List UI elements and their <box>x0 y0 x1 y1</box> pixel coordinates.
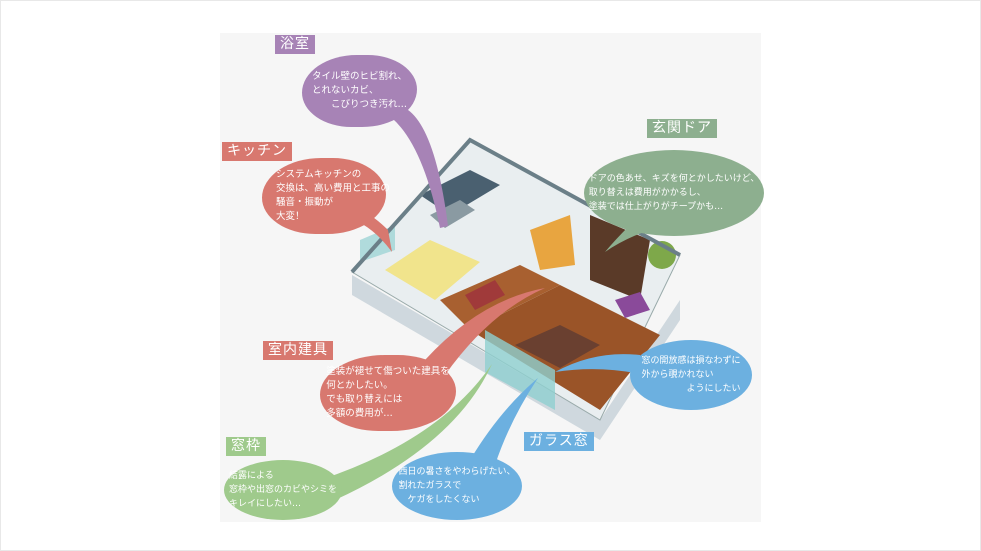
door-cloud-text: ドアの色あせ、キズを何とかしたいけど、 取り替えは費用がかかるし、 塗装では仕上… <box>588 174 760 212</box>
window-frame-label: 窓枠 <box>226 437 266 456</box>
house-drawing <box>320 108 681 500</box>
glass-upper-cloud-text: 窓の開放感は損なわずに 外から覗かれない ようにしたい <box>641 356 741 394</box>
window-frame-tail <box>320 364 492 500</box>
kitchen-cloud: システムキッチンの 交換は、高い費用と工事の 騒音・振動が 大変！ <box>262 158 390 234</box>
glass-upper-tail <box>555 354 645 375</box>
bath-label: 浴室 <box>275 35 315 54</box>
rug <box>515 325 600 368</box>
glass-label: ガラス窓 <box>524 432 594 451</box>
bath-tail <box>380 108 448 228</box>
kitchen-cloud-text: システムキッチンの 交換は、高い費用と工事の 騒音・振動が 大変！ <box>276 169 391 222</box>
interior-label: 室内建具 <box>263 341 333 360</box>
interior-tail <box>425 288 545 375</box>
window-frame-cloud: 結露による 窓枠や出窓のカビやシミを キレイにしたい… <box>224 460 342 520</box>
door-cloud: ドアの色あせ、キズを何とかしたいけど、 取り替えは費用がかかるし、 塗装では仕上… <box>584 150 764 236</box>
purple-sofa <box>615 292 650 318</box>
dining-floor <box>385 240 480 300</box>
interior-cloud-text: 塗装が褪せて傷ついた建具を 何とかしたい。 でも取り替えには 多額の費用が… <box>326 366 450 419</box>
house-illustration <box>220 33 761 522</box>
glass-door <box>485 330 555 410</box>
bath-cloud: タイル壁のヒビ割れ、 とれないカビ、 こびりつき汚れ… <box>302 55 417 127</box>
glass-cloud-text: 西日の暑さをやわらげたい、 割れたガラスで ケガをしたくない <box>398 467 516 505</box>
bath-cloud-text: タイル壁のヒビ割れ、 とれないカビ、 こびりつき汚れ… <box>311 71 408 110</box>
glass-upper-cloud: 窓の開放感は損なわずに 外から覗かれない ようにしたい <box>630 340 752 410</box>
door-label: 玄関ドア <box>647 119 717 138</box>
interior-cloud: 塗装が褪せて傷ついた建具を 何とかしたい。 でも取り替えには 多額の費用が… <box>320 355 456 431</box>
glass-cloud: 西日の暑さをやわらげたい、 割れたガラスで ケガをしたくない <box>392 452 522 520</box>
stairs <box>530 215 575 270</box>
window-frame-cloud-text: 結露による 窓枠や出窓のカビやシミを キレイにしたい… <box>228 471 337 509</box>
kitchen-label: キッチン <box>222 142 292 161</box>
sofa <box>465 280 505 310</box>
entrance-room <box>590 215 650 300</box>
glass-tail <box>470 378 538 465</box>
